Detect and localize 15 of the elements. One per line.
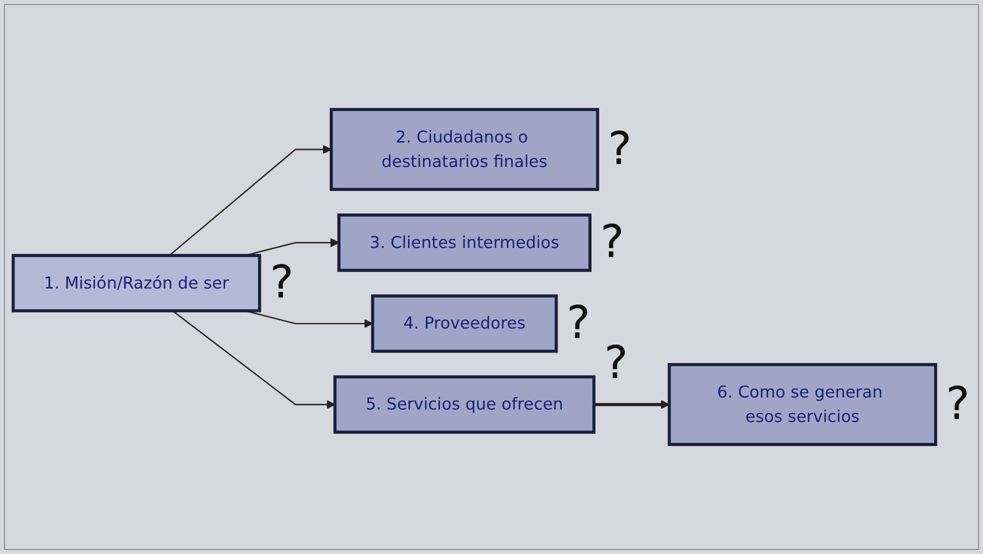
question-mark: ? (566, 296, 590, 349)
node-box: 5. Servicios que ofrecen (333, 375, 596, 434)
question-mark: ? (946, 376, 970, 430)
arrow (594, 400, 670, 410)
node-box: 2. Ciudadanos o destinatarios finales (330, 108, 600, 191)
node-box: 3. Clientes intermedios (337, 214, 592, 272)
question-mark: ? (270, 255, 294, 308)
question-mark: ? (600, 215, 624, 268)
arrow (168, 144, 332, 256)
node-box: 1. Misión/Razón de ser (12, 254, 262, 312)
node-box: 6. Como se generan esos servicios (668, 363, 938, 446)
question-mark: ? (604, 336, 628, 389)
question-mark: ? (608, 122, 632, 175)
node-box: 4. Proveedores (371, 294, 558, 353)
arrow (172, 310, 336, 410)
